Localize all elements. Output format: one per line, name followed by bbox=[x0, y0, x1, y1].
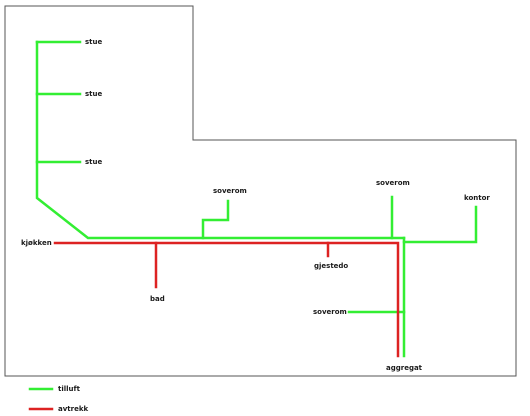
supply-branch-soverom-1 bbox=[201, 199, 230, 240]
supply-branch-kontor bbox=[402, 205, 478, 244]
label-soverom-3: soverom bbox=[313, 308, 347, 316]
label-stue-1: stue bbox=[85, 38, 102, 46]
legend-exhaust-label: avtrekk bbox=[58, 405, 88, 413]
label-kontor: kontor bbox=[464, 194, 490, 202]
label-stue-2: stue bbox=[85, 90, 102, 98]
label-aggregat: aggregat bbox=[386, 364, 423, 372]
legend-supply-label: tilluft bbox=[58, 385, 81, 393]
label-bad: bad bbox=[150, 295, 165, 303]
label-stue-3: stue bbox=[85, 158, 102, 166]
building-outline bbox=[4, 5, 517, 377]
label-gjestedo: gjestedo bbox=[314, 262, 348, 270]
label-kjokken: kjøkken bbox=[21, 239, 52, 247]
exhaust-main bbox=[53, 241, 400, 358]
label-soverom-2: soverom bbox=[376, 179, 410, 187]
supply-ducts bbox=[28, 40, 478, 391]
supply-main-living-branch bbox=[35, 40, 406, 240]
exhaust-ducts bbox=[28, 241, 400, 411]
label-soverom-1: soverom bbox=[213, 187, 247, 195]
